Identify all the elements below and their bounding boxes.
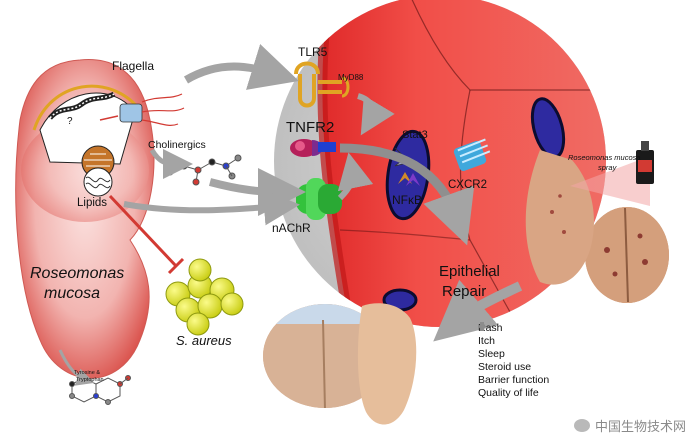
- s-aureus-cluster: [165, 258, 244, 336]
- outcome-row: Rash: [478, 322, 549, 335]
- s-aureus-label: S. aureus: [176, 333, 232, 348]
- nfkb-label: NFκB: [392, 193, 422, 207]
- cholinergics-molecule: [166, 154, 242, 186]
- flagella-label: Flagella: [112, 59, 154, 73]
- myd88-label: MyD88: [338, 73, 364, 82]
- outcome-label: Itch: [478, 335, 495, 347]
- outcome-row: Steroid use: [478, 322, 549, 374]
- metabolite-label-line2: Tryptophan: [76, 377, 104, 383]
- roseomonas-mucosa-bacterium: [15, 59, 185, 379]
- nachr-label: nAChR: [272, 221, 311, 235]
- cxcr2-label: CXCR2: [448, 179, 487, 191]
- patient-photo-leg: [357, 303, 417, 425]
- spray-label-line1: Roseomonas mucosa: [568, 153, 641, 162]
- epithelial-repair-line2: Repair: [442, 283, 486, 300]
- inhibition-line: [108, 194, 185, 275]
- outcome-row: Quality of life: [478, 322, 549, 400]
- patient-photo-before-treatment: [585, 207, 669, 303]
- outcome-label: Steroid use: [478, 361, 532, 373]
- outcome-label: Quality of life: [478, 387, 539, 399]
- outcome-label: Barrier function: [478, 374, 550, 386]
- spray-label-line2: spray: [598, 163, 618, 172]
- outcome-label: Sleep: [478, 348, 505, 360]
- spray-bottle-icon: [636, 141, 654, 184]
- question-mark-label: ?: [67, 116, 73, 127]
- watermark-text: 中国生物技术网: [594, 419, 686, 434]
- patient-photo-arm: [525, 150, 650, 285]
- bacterium-name-line1: Roseomonas: [30, 265, 124, 282]
- outcome-row: Itch: [478, 322, 549, 348]
- flow-arrows: [58, 44, 523, 386]
- tnfr2-label: TNFR2: [286, 119, 334, 136]
- metabolite-label-line1: Tyrosine &: [74, 370, 100, 376]
- tlr5-label: TLR5: [298, 45, 328, 59]
- outcome-row: Barrier function: [478, 322, 550, 387]
- nachr-receptor: [296, 178, 342, 220]
- stat3-label: Stat3: [402, 129, 428, 141]
- watermark: 中国生物技术网: [573, 416, 686, 435]
- clinical-outcomes-list: Rash Itch Sleep Steroid use Barrier func…: [478, 322, 549, 400]
- outcome-row: Sleep: [478, 322, 549, 361]
- lipids-label: Lipids: [77, 197, 107, 209]
- tnfr2-receptor: [290, 139, 336, 157]
- outcome-arrow-icon: [478, 322, 486, 331]
- cholinergics-label: Cholinergics: [148, 139, 206, 151]
- bacterium-name-line2: mucosa: [44, 285, 100, 302]
- epithelial-repair-line1: Epithelial: [439, 263, 500, 280]
- wechat-icon: [573, 419, 590, 432]
- cxcr2-receptor: [453, 138, 491, 171]
